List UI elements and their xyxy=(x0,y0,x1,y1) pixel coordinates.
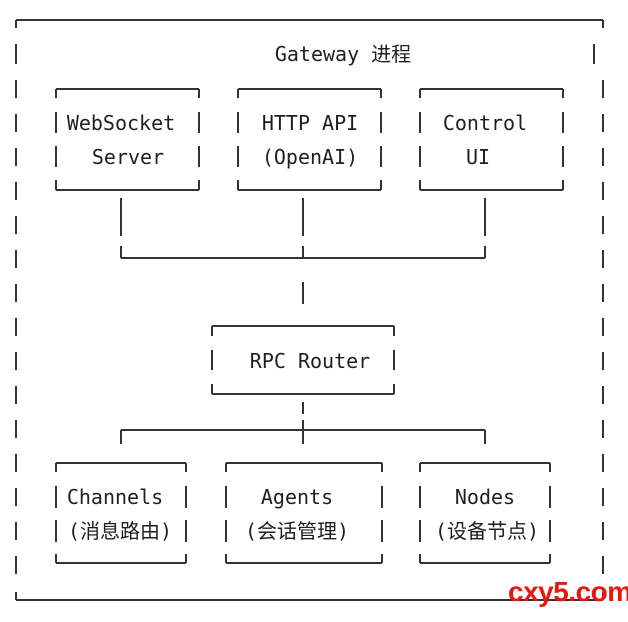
channels-label-line1: Channels xyxy=(67,485,163,509)
watermark: cxy5.com xyxy=(508,576,628,607)
gateway-title: Gateway 进程 xyxy=(275,42,411,66)
control-ui-box: Control UI xyxy=(419,88,564,191)
bottom-connectors xyxy=(120,402,486,444)
channels-box: Channels (消息路由) xyxy=(55,462,187,564)
top-connectors xyxy=(120,198,486,304)
websocket-server-box: WebSocket Server xyxy=(55,88,200,191)
http-api-label-line2: (OpenAI) xyxy=(262,145,358,169)
rpc-router-box: RPC Router xyxy=(211,325,395,395)
nodes-box: Nodes (设备节点) xyxy=(419,462,551,564)
http-api-box: HTTP API (OpenAI) xyxy=(237,88,382,191)
channels-label-line2: (消息路由) xyxy=(68,519,172,543)
control-ui-label-line2: UI xyxy=(466,145,490,169)
nodes-label-line2: (设备节点) xyxy=(435,519,539,543)
agents-box: Agents (会话管理) xyxy=(225,462,383,564)
websocket-server-label-line2: Server xyxy=(92,145,164,169)
websocket-server-label-line1: WebSocket xyxy=(67,111,175,135)
control-ui-label-line1: Control xyxy=(443,111,527,135)
gateway-right-border xyxy=(593,44,604,574)
agents-label-line1: Agents xyxy=(261,485,333,509)
nodes-label-line1: Nodes xyxy=(455,485,515,509)
agents-label-line2: (会话管理) xyxy=(245,519,349,543)
gateway-frame xyxy=(15,19,604,601)
rpc-router-label: RPC Router xyxy=(250,349,370,373)
http-api-label-line1: HTTP API xyxy=(262,111,358,135)
